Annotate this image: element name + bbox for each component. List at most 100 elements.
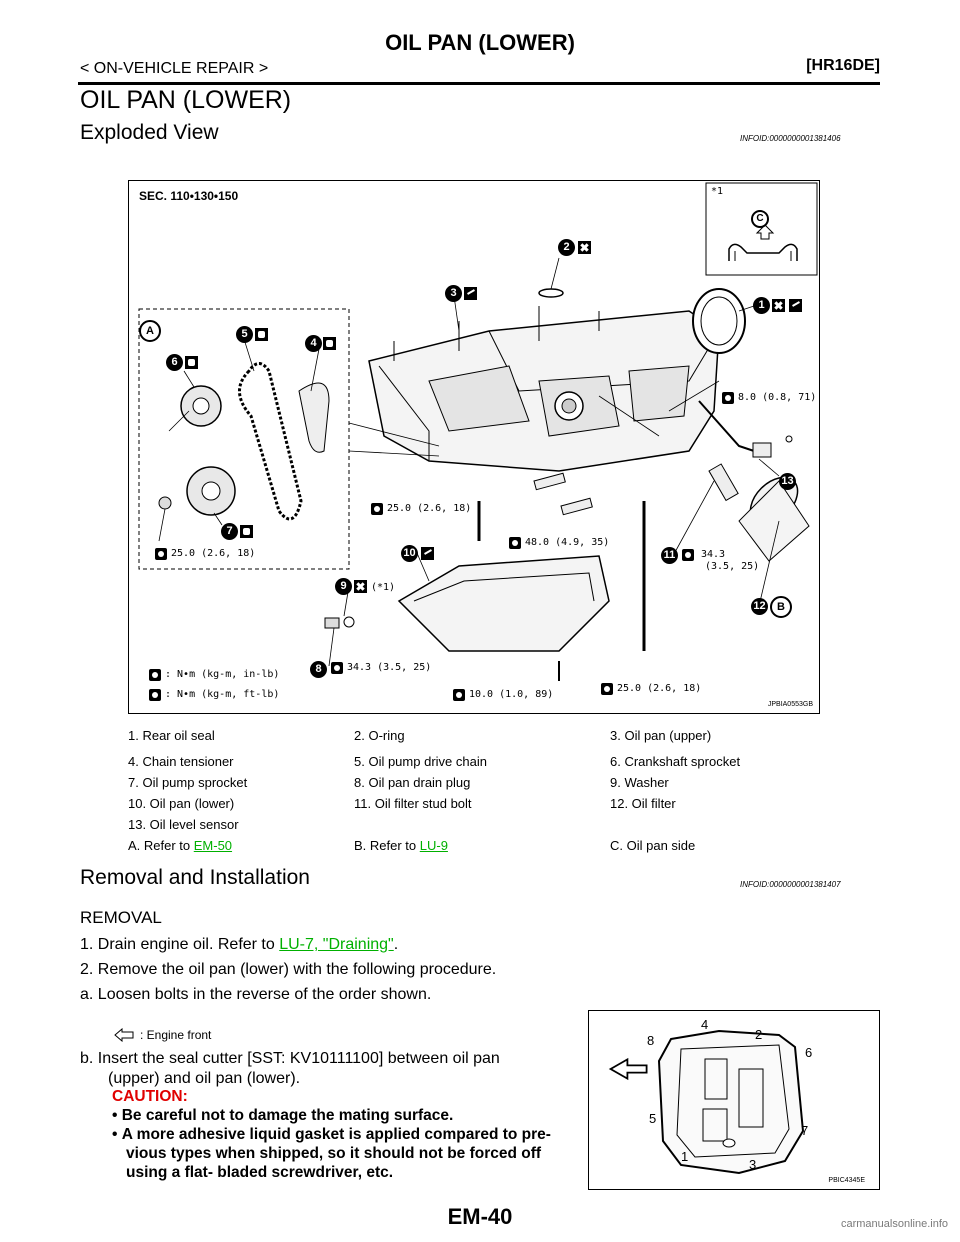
legend-cell: 8. Oil pan drain plug xyxy=(354,775,471,790)
lubricate-icon xyxy=(323,337,336,350)
bolt-order-drawing xyxy=(608,1029,805,1175)
legend-ref-c: C. Oil pan side xyxy=(610,838,696,853)
bolt-number: 2 xyxy=(755,1027,763,1042)
header-rule xyxy=(78,82,880,85)
unit-legend-ftlb: : N•m (kg-m, ft-lb) xyxy=(165,689,280,700)
legend-cell: 6. Crankshaft sprocket xyxy=(610,754,741,769)
unit-ftlb-icon xyxy=(149,689,161,701)
legend-cell: 12. Oil filter xyxy=(610,796,676,811)
legend-cell: 2. O-ring xyxy=(354,728,405,743)
torque-11-b: (3.5, 25) xyxy=(705,561,760,572)
callout-5: 5 xyxy=(236,326,253,343)
callout-11: 11 xyxy=(661,547,678,564)
torque-ftlb-icon xyxy=(601,683,613,695)
link-em-50[interactable]: EM-50 xyxy=(193,838,233,853)
figure-code: PBIC4345E xyxy=(828,1177,865,1184)
callout-8: 8 xyxy=(310,661,327,678)
torque-label-3: 48.0 (4.9, 35) xyxy=(525,537,610,548)
watermark: carmanualsonline.info xyxy=(840,1218,948,1230)
legend-cell: 5. Oil pump drive chain xyxy=(354,754,487,769)
legend-cell: 13. Oil level sensor xyxy=(128,817,239,832)
legend-ref-a-text: A. Refer to xyxy=(128,838,194,853)
torque-label-4: 25.0 (2.6, 18) xyxy=(171,548,256,559)
torque-label-8: 25.0 (2.6, 18) xyxy=(617,683,702,694)
replace-icon xyxy=(578,241,591,254)
callout-2: 2 xyxy=(558,239,575,256)
bolt-number: 5 xyxy=(649,1111,657,1126)
callout-letter-c: C xyxy=(751,210,769,228)
torque-ftlb-icon xyxy=(331,662,343,674)
inset-note-label: *1 xyxy=(711,186,724,197)
figure-code: JPBIA0553GB xyxy=(767,701,813,708)
exploded-view-heading: Exploded View xyxy=(80,121,219,144)
step-b-line-2: (upper) and oil pan (lower). xyxy=(108,1070,301,1087)
bolt-number: 8 xyxy=(647,1033,655,1048)
callout-letter-b: B xyxy=(770,596,792,618)
callout-9: 9 xyxy=(335,578,352,595)
lubricate-icon xyxy=(255,328,268,341)
bolt-number: 3 xyxy=(749,1157,757,1172)
replace-icon xyxy=(354,580,367,593)
callout-letter-a: A xyxy=(139,320,161,342)
step-a: a. Loosen bolts in the reverse of the or… xyxy=(80,986,432,1003)
legend-row: A. Refer to EM-50 B. Refer to LU-9 C. Oi… xyxy=(128,838,820,858)
caution-bullet-2: • A more adhesive liquid gasket is appli… xyxy=(112,1126,551,1143)
caution-bullet-2-line-2: vious types when shipped, so it should n… xyxy=(126,1145,542,1162)
callout-10: 10 xyxy=(401,545,418,562)
torque-note-star: (*1) xyxy=(371,582,396,593)
torque-ftlb-icon xyxy=(155,548,167,560)
torque-label-2: 25.0 (2.6, 18) xyxy=(387,503,472,514)
exploded-view-infoid: INFOID:0000000001381406 xyxy=(740,134,841,143)
step-1-suffix: . xyxy=(393,936,399,953)
callout-7: 7 xyxy=(221,523,238,540)
torque-ftlb-icon xyxy=(371,503,383,515)
caution-bullet-1: • Be careful not to damage the mating su… xyxy=(112,1107,454,1124)
lubricate-icon xyxy=(185,356,198,369)
replace-icon xyxy=(772,299,785,312)
legend-cell: 10. Oil pan (lower) xyxy=(128,796,235,811)
legend-row: 7. Oil pump sprocket 8. Oil pan drain pl… xyxy=(128,775,820,795)
caution-label: CAUTION: xyxy=(112,1088,188,1105)
torque-ftlb-icon xyxy=(682,549,694,561)
sealant-icon xyxy=(789,299,802,312)
legend-cell: 7. Oil pump sprocket xyxy=(128,775,248,790)
caution-bullet-1-text: Be careful not to damage the mating surf… xyxy=(121,1107,454,1124)
bolt-number: 1 xyxy=(681,1149,689,1164)
exploded-view-drawing xyxy=(138,182,818,681)
step-1: 1. Drain engine oil. Refer to LU-7, "Dra… xyxy=(80,936,398,954)
callout-6: 6 xyxy=(166,354,183,371)
legend-cell: 3. Oil pan (upper) xyxy=(610,728,712,743)
legend-ref-b: B. Refer to LU-9 xyxy=(354,838,448,853)
link-lu-7-draining[interactable]: LU-7, "Draining" xyxy=(279,936,394,953)
caution-bullet-2-line-1: A more adhesive liquid gasket is applied… xyxy=(121,1126,551,1143)
torque-label-1: 8.0 (0.8, 71) xyxy=(738,392,817,403)
link-lu-9[interactable]: LU-9 xyxy=(419,838,448,853)
legend-row: 10. Oil pan (lower) 11. Oil filter stud … xyxy=(128,796,820,816)
unit-inlb-icon xyxy=(149,669,161,681)
header-section-label: < ON-VEHICLE REPAIR > xyxy=(80,60,269,77)
caution-bullet-2-line-3: using a flat- bladed screwdriver, etc. xyxy=(126,1164,394,1181)
callout-3: 3 xyxy=(445,285,462,302)
legend-cell: 9. Washer xyxy=(610,775,669,790)
step-b-line-1: b. Insert the seal cutter [SST: KV101111… xyxy=(80,1050,500,1067)
engine-front-legend: : Engine front xyxy=(140,1028,212,1042)
figure-section-number: SEC. 110•130•150 xyxy=(139,189,239,203)
bolt-number: 6 xyxy=(805,1045,813,1060)
caution-block: CAUTION: • Be careful not to damage the … xyxy=(112,1087,582,1182)
step-1-text: 1. Drain engine oil. Refer to xyxy=(80,936,280,953)
step-2: 2. Remove the oil pan (lower) with the f… xyxy=(80,961,497,978)
removal-heading: Removal and Installation xyxy=(80,866,310,889)
exploded-view-figure: SEC. 110•130•150 xyxy=(128,180,820,714)
callout-4: 4 xyxy=(305,335,322,352)
section-title: OIL PAN (LOWER) xyxy=(80,86,292,114)
legend-cell: 4. Chain tensioner xyxy=(128,754,234,769)
torque-11-a: 34.3 xyxy=(701,549,726,560)
legend-cell: 11. Oil filter stud bolt xyxy=(354,796,472,811)
legend-row: 4. Chain tensioner 5. Oil pump drive cha… xyxy=(128,754,820,774)
legend-cell: 1. Rear oil seal xyxy=(128,728,215,743)
bolt-number: 7 xyxy=(801,1123,809,1138)
callout-1: 1 xyxy=(753,297,770,314)
engine-front-arrow-icon xyxy=(114,1028,134,1042)
legend-ref-a: A. Refer to EM-50 xyxy=(128,838,232,853)
callout-12: 12 xyxy=(751,598,768,615)
